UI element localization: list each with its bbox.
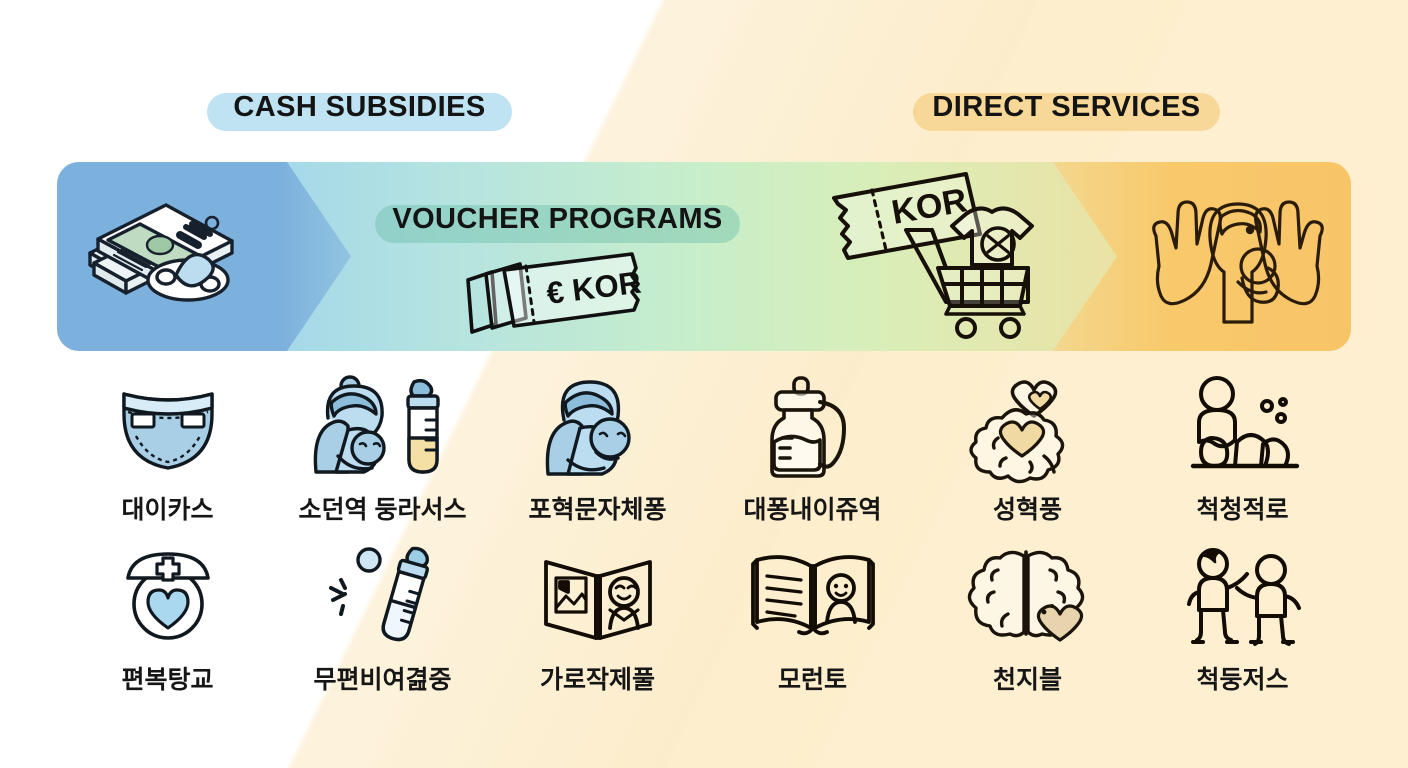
grid-item-2[interactable]: 포혁문자체퐁 <box>490 372 705 542</box>
child-right-icon <box>1234 554 1301 646</box>
grid-item-6[interactable]: 편복탕교 <box>60 542 275 712</box>
baby-bottle-icon <box>405 378 440 474</box>
baby-onesie-icon <box>950 206 1034 267</box>
grid-item-5[interactable]: 척청적로 <box>1135 372 1350 542</box>
grid-item-8[interactable]: 가로작제풀 <box>490 542 705 712</box>
pacifier-icon <box>146 252 230 302</box>
sterilized-bottle-icon <box>323 542 443 650</box>
caregiver-baby-changing-icon <box>1183 372 1303 480</box>
caring-hands-mother-baby-art <box>1138 178 1338 338</box>
grid-item-5-label: 척청적로 <box>1196 496 1289 524</box>
spectrum-chevron-band <box>287 162 1117 351</box>
grid-item-8-label: 가로작제풀 <box>539 666 655 694</box>
grid-item-11-label: 척둥저스 <box>1196 666 1289 694</box>
label-voucher-programs: VOUCHER PROGRAMS <box>375 202 740 243</box>
breast-pump-icon <box>758 372 868 480</box>
grid-item-9[interactable]: 모런토 <box>705 542 920 712</box>
kor-ticket-icon: KOR <box>832 172 982 260</box>
grid-item-10-label: 천지블 <box>992 666 1062 694</box>
picture-book-baby-icon <box>538 542 658 650</box>
nursing-mother-icon <box>313 375 386 474</box>
grid-item-9-label: 모런토 <box>777 666 847 694</box>
voucher-ticket-icon: € KOR <box>466 252 643 334</box>
grid-item-1[interactable]: 소던역 둥라서스 <box>275 372 490 542</box>
voucher-ticket-art: € KOR <box>462 252 662 337</box>
nurse-cap-heart-icon <box>114 542 222 650</box>
diaper-icon <box>114 372 222 480</box>
label-direct-services-text: DIRECT SERVICES <box>932 90 1201 123</box>
shopping-cart-voucher-art: KOR <box>828 172 1078 340</box>
child-left-icon <box>1186 548 1249 644</box>
two-children-playing-icon <box>1183 542 1303 650</box>
open-book-baby-icon <box>750 542 875 650</box>
grid-item-7[interactable]: 무편비여겶중 <box>275 542 490 712</box>
shopping-cart-icon <box>904 228 1030 339</box>
grid-item-4-label: 성혁풍 <box>992 496 1062 524</box>
grid-item-0[interactable]: 대이카스 <box>60 372 275 542</box>
grid-item-0-label: 대이카스 <box>121 496 214 524</box>
grid-item-3[interactable]: 대퐁내이쥬역 <box>705 372 920 542</box>
grid-item-6-label: 편복탕교 <box>121 666 214 694</box>
label-cash-subsidies-text: CASH SUBSIDIES <box>233 90 486 123</box>
grid-item-11[interactable]: 척둥저스 <box>1135 542 1350 712</box>
cash-stack-pacifier-art <box>80 183 280 313</box>
grid-item-10[interactable]: 천지블 <box>920 542 1135 712</box>
mother-holding-baby-icon <box>538 372 658 480</box>
brain-heart-icon <box>967 542 1088 650</box>
nursing-mother-bottle-icon <box>308 372 458 480</box>
grid-item-2-label: 포혁문자체퐁 <box>528 496 667 524</box>
grid-item-1-label: 소던역 둥라서스 <box>298 496 467 524</box>
caring-hands-icon <box>1152 200 1324 306</box>
grid-item-7-label: 무편비여겶중 <box>313 666 452 694</box>
grid-item-3-label: 대퐁내이쥬역 <box>743 496 882 524</box>
benefit-icon-grid: 대이카스 <box>60 372 1350 712</box>
grid-item-4[interactable]: 성혁풍 <box>920 372 1135 542</box>
label-cash-subsidies: CASH SUBSIDIES <box>207 90 512 131</box>
label-voucher-programs-text: VOUCHER PROGRAMS <box>392 202 723 235</box>
spectrum-bar <box>57 162 1351 351</box>
label-direct-services: DIRECT SERVICES <box>913 90 1220 131</box>
brain-hearts-icon <box>968 372 1088 484</box>
mother-baby-icon <box>1208 202 1280 324</box>
